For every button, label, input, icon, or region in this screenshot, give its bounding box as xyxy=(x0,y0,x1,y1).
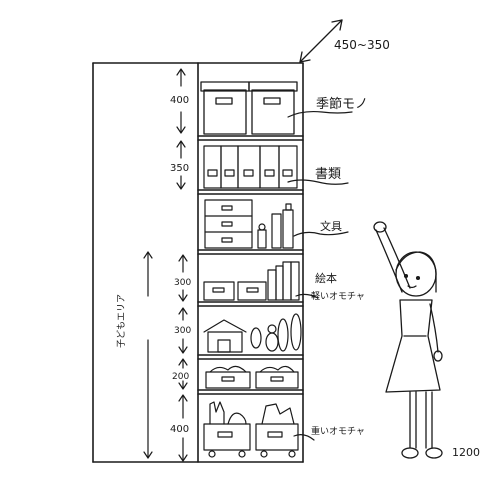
dim-200: 200 xyxy=(172,372,189,382)
bookcase xyxy=(92,62,304,463)
dim-300-b: 300 xyxy=(174,326,191,336)
dim-400-bottom: 400 xyxy=(170,424,189,435)
height-dimension-arrows xyxy=(176,68,188,462)
label-picture-books: 絵本 xyxy=(315,271,337,285)
label-documents: 書類 xyxy=(315,167,341,182)
dim-400-top: 400 xyxy=(170,95,189,106)
small-baskets xyxy=(205,365,299,389)
label-seasonal: 季節モノ xyxy=(316,97,368,112)
label-leaders xyxy=(287,110,353,441)
light-toys xyxy=(203,313,302,353)
kids-area-label: 子どもエリア xyxy=(116,294,127,348)
depth-arrow xyxy=(299,19,343,63)
picture-books xyxy=(203,261,300,301)
depth-dimension: 450~350 xyxy=(334,38,390,52)
label-heavy-toys: 重いオモチャ xyxy=(311,425,365,437)
seasonal-boxes xyxy=(200,81,298,135)
heavy-toy-crates xyxy=(203,401,299,458)
dim-300-a: 300 xyxy=(174,278,191,288)
document-files xyxy=(203,145,298,189)
kids-area-arrow xyxy=(143,251,153,459)
label-light-toys: 軽いオモチャ xyxy=(311,291,365,302)
total-height: 1200 xyxy=(452,446,480,459)
child-figure xyxy=(373,221,443,459)
dim-350: 350 xyxy=(170,163,189,174)
label-stationery: 文具 xyxy=(320,219,342,233)
stationery-drawers xyxy=(204,199,294,249)
